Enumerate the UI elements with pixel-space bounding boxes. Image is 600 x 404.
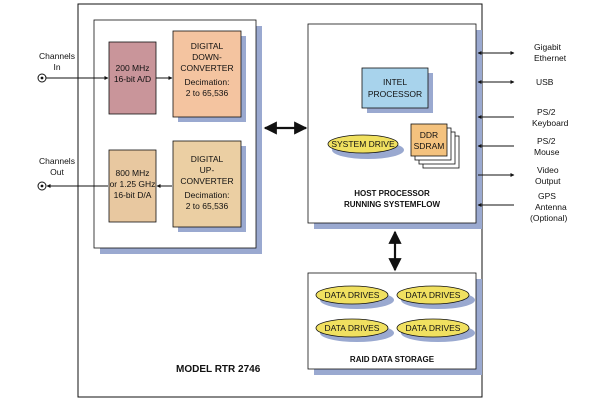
data-drive-1-disk-icon [315,285,389,305]
adc-block [108,41,157,115]
port-gigabit-ethernet-line-1: Gigabit [534,42,562,52]
raid-label: RAID DATA STORAGE [350,355,435,364]
port-gigabit-ethernet-line-2: Ethernet [534,53,567,63]
dac-line-2: or 1.25 GHz [110,179,156,189]
system-drive-disk-icon [327,134,399,154]
port-gps-antenna-line-3: (Optional) [530,213,567,223]
ddc-block [172,30,242,118]
channels-out-label-2: Out [50,167,64,177]
host-processor-line-1: HOST PROCESSOR [354,189,430,198]
port-usb: USB [477,77,554,87]
port-usb-line-1: USB [536,77,554,87]
port-ps2-mouse-line-1: PS/2 [537,136,556,146]
ddc-line-1: DIGITAL [191,41,224,51]
dac-line-3: 16-bit D/A [114,190,152,200]
dac-block [108,149,157,223]
data-drive-4-label: DATA DRIVES [406,323,461,333]
data-drive-2-label: DATA DRIVES [406,290,461,300]
adc-line-1: 200 MHz [115,63,149,73]
data-drive-3: DATA DRIVES [315,318,394,342]
system-drive-label: SYSTEM DRIVE [331,139,395,149]
data-drive-2-disk-icon [396,285,470,305]
port-ps2-keyboard-line-2: Keyboard [532,118,569,128]
data-drive-3-disk-icon [315,318,389,338]
model-label: MODEL RTR 2746 [176,364,261,375]
port-ps2-keyboard-line-1: PS/2 [537,107,556,117]
data-drive-4-disk-icon [396,318,470,338]
ddc-line-4: Decimation: [185,77,230,87]
port-video-output-line-1: Video [537,165,559,175]
port-ps2-mouse-line-2: Mouse [534,147,560,157]
port-video-output-line-2: Output [535,176,561,186]
duc-block [172,140,242,228]
port-gps-antenna-line-2: Antenna [535,202,567,212]
data-drive-3-label: DATA DRIVES [325,323,380,333]
data-drive-4: DATA DRIVES [396,318,475,342]
intel-line-2: PROCESSOR [368,89,422,99]
data-drive-2: DATA DRIVES [396,285,475,309]
duc-line-1: DIGITAL [191,154,224,164]
duc-line-5: 2 to 65,536 [186,201,229,211]
intel-processor-block [361,67,429,109]
port-gps-antenna: GPS Antenna (Optional) [477,191,567,223]
sdram-line-1: DDR [420,130,438,140]
channels-in-label-2: In [53,62,60,72]
channels-out-connector-dot [40,184,44,188]
data-drive-1-label: DATA DRIVES [325,290,380,300]
channels-out-label-1: Channels [39,156,75,166]
port-gps-antenna-line-1: GPS [538,191,556,201]
host-processor-line-2: RUNNING SYSTEMFLOW [344,200,440,209]
duc-line-2: UP- [200,165,215,175]
sdram-block [410,123,448,157]
duc-line-4: Decimation: [185,190,230,200]
ddc-line-2: DOWN- [192,52,222,62]
data-drive-1: DATA DRIVES [315,285,394,309]
ddc-line-3: CONVERTER [180,63,233,73]
channels-in-connector-dot [40,76,44,80]
port-video-output: Video Output [478,165,561,186]
port-ps2-mouse: PS/2 Mouse [477,136,560,157]
intel-line-1: INTEL [383,77,407,87]
adc-line-2: 16-bit A/D [114,74,151,84]
channels-in-label-1: Channels [39,51,75,61]
host-panel [307,23,477,224]
port-ps2-keyboard: PS/2 Keyboard [477,107,569,128]
dac-line-1: 800 MHz [115,168,149,178]
port-gigabit-ethernet: Gigabit Ethernet [477,42,567,63]
duc-line-3: CONVERTER [180,176,233,186]
ddc-line-5: 2 to 65,536 [186,88,229,98]
sdram-line-2: SDRAM [414,141,445,151]
